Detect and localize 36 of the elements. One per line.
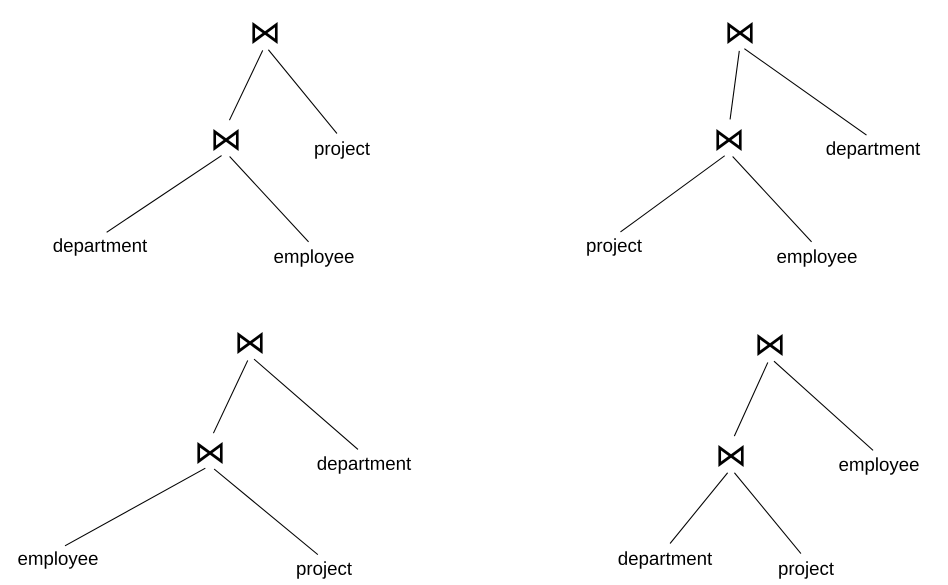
relation-label: project — [587, 238, 642, 256]
tree-branch — [229, 156, 309, 242]
join-symbol: ⋈ — [197, 442, 223, 464]
relation-label: project — [779, 561, 834, 579]
tree-branch — [254, 358, 358, 450]
tree-branch — [744, 48, 867, 136]
relation-label: department — [826, 141, 920, 159]
relation-label: employee — [274, 249, 354, 267]
tree-branch — [670, 472, 728, 544]
relation-label: employee — [18, 551, 98, 569]
relation-label: employee — [839, 457, 919, 475]
join-symbol: ⋈ — [213, 129, 239, 151]
relation-label: employee — [777, 249, 857, 267]
join-symbol: ⋈ — [237, 332, 263, 354]
tree-branch — [106, 155, 222, 233]
tree-branch — [64, 468, 206, 546]
relation-label: department — [618, 551, 712, 569]
tree-branch — [732, 156, 812, 242]
join-symbol: ⋈ — [757, 334, 783, 356]
tree-branch — [774, 360, 874, 451]
tree-branch — [214, 468, 318, 556]
tree-branch — [228, 50, 264, 120]
relation-label: project — [297, 561, 352, 579]
join-symbol: ⋈ — [252, 22, 278, 44]
tree-branch — [734, 472, 802, 554]
relation-label: department — [318, 456, 412, 474]
join-symbol: ⋈ — [718, 445, 744, 467]
join-symbol: ⋈ — [716, 129, 742, 151]
relation-label: project — [315, 141, 370, 159]
join-symbol: ⋈ — [727, 22, 753, 44]
tree-branch — [212, 360, 248, 434]
tree-branch — [620, 155, 726, 232]
tree-branch — [734, 362, 768, 436]
tree-branch — [268, 49, 338, 134]
relation-label: department — [54, 238, 148, 256]
tree-branch — [730, 50, 740, 120]
